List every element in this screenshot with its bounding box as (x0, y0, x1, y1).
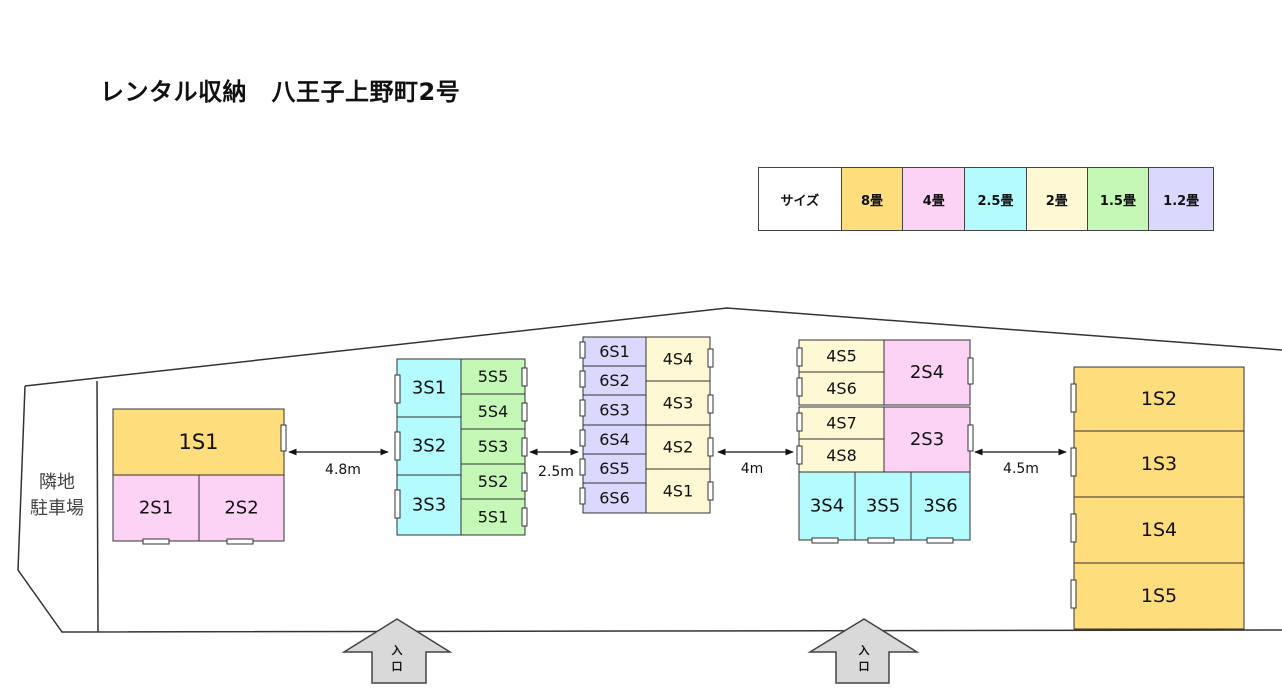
unit-3s6 (910, 471, 971, 541)
neighbor-label-line2: 駐車場 (30, 498, 84, 519)
unit-label-4s6: 4S6 (826, 379, 857, 398)
legend-4jo: 4畳 (903, 168, 966, 230)
unit-6s4 (582, 424, 647, 455)
unit-6s1 (582, 336, 647, 367)
unit-4s4 (645, 336, 711, 382)
unit-1s3 (1073, 430, 1245, 498)
unit-3s5 (854, 471, 912, 541)
entrance-label-right: 入 口 (858, 644, 870, 673)
legend-1-5jo: 1.5畳 (1087, 168, 1150, 230)
distance-label-4: 4.5m (1003, 461, 1039, 477)
unit-label-3s1: 3S1 (412, 378, 446, 399)
unit-label-1s1: 1S1 (178, 430, 218, 454)
unit-label-5s3: 5S3 (478, 437, 509, 456)
unit-label-1s2: 1S2 (1141, 388, 1177, 410)
unit-label-3s5: 3S5 (866, 496, 900, 517)
unit-1s1 (112, 408, 285, 476)
unit-6s2 (582, 365, 647, 396)
entrance-arrow-right (807, 618, 920, 684)
unit-label-6s6: 6S6 (599, 489, 630, 508)
unit-label-3s3: 3S3 (412, 495, 446, 516)
unit-label-2s4: 2S4 (910, 362, 944, 383)
unit-label-6s4: 6S4 (599, 430, 630, 449)
unit-label-4s7: 4S7 (826, 414, 857, 433)
unit-label-3s2: 3S2 (412, 436, 446, 457)
unit-label-6s2: 6S2 (599, 371, 630, 390)
unit-label-4s5: 4S5 (826, 347, 857, 366)
unit-label-4s2: 4S2 (663, 438, 694, 457)
site-boundary (17, 307, 1282, 633)
unit-5s2 (460, 463, 526, 500)
unit-label-2s2: 2S2 (224, 498, 258, 519)
unit-6s3 (582, 394, 647, 426)
unit-label-4s3: 4S3 (663, 394, 694, 413)
unit-label-4s1: 4S1 (663, 482, 694, 501)
unit-label-6s3: 6S3 (599, 401, 630, 420)
unit-2s1 (112, 474, 200, 542)
unit-1s2 (1073, 366, 1245, 432)
unit-2s4 (883, 339, 971, 406)
legend-1-2jo: 1.2畳 (1149, 168, 1214, 230)
unit-4s2 (645, 424, 711, 470)
unit-5s3 (460, 428, 526, 465)
unit-3s3 (396, 474, 462, 536)
unit-label-3s6: 3S6 (923, 496, 957, 517)
unit-2s2 (198, 474, 285, 542)
distance-label-2: 2.5m (538, 464, 574, 480)
unit-label-1s3: 1S3 (1141, 453, 1177, 475)
unit-2s3 (883, 406, 971, 473)
legend-8jo: 8畳 (841, 168, 904, 230)
entrance-label-left: 入 口 (391, 644, 403, 673)
unit-label-5s4: 5S4 (478, 402, 509, 421)
unit-label-6s5: 6S5 (599, 459, 630, 478)
neighbor-divider (96, 380, 99, 633)
unit-4s1 (645, 468, 711, 514)
page-title: レンタル収納 八王子上野町2号 (100, 78, 461, 106)
size-legend: サイズ 8畳 4畳 2.5畳 2畳 1.5畳 1.2畳 (758, 167, 1214, 231)
neighbor-label-line1: 隣地 (39, 472, 75, 493)
distance-label-1: 4.8m (325, 462, 361, 478)
unit-label-1s5: 1S5 (1141, 585, 1177, 607)
distance-label-3: 4m (741, 461, 764, 477)
unit-5s1 (460, 498, 526, 536)
unit-label-2s3: 2S3 (910, 429, 944, 450)
neighbor-parking-label: 隣地 駐車場 (22, 470, 92, 522)
unit-label-5s5: 5S5 (478, 367, 509, 386)
entrance-arrow-left (341, 618, 453, 684)
unit-label-4s4: 4S4 (663, 350, 694, 369)
legend-size-label: サイズ (759, 168, 842, 230)
unit-label-1s4: 1S4 (1141, 519, 1177, 541)
unit-label-2s1: 2S1 (139, 498, 173, 519)
unit-label-6s1: 6S1 (599, 342, 630, 361)
unit-label-5s1: 5S1 (478, 508, 509, 527)
door-layer (142, 341, 1077, 609)
legend-2-5jo: 2.5畳 (965, 168, 1027, 230)
unit-label-5s2: 5S2 (478, 472, 509, 491)
legend-2jo: 2畳 (1026, 168, 1088, 230)
unit-label-3s4: 3S4 (810, 496, 844, 517)
unit-label-4s8: 4S8 (826, 446, 857, 465)
unit-1s4 (1073, 496, 1245, 564)
